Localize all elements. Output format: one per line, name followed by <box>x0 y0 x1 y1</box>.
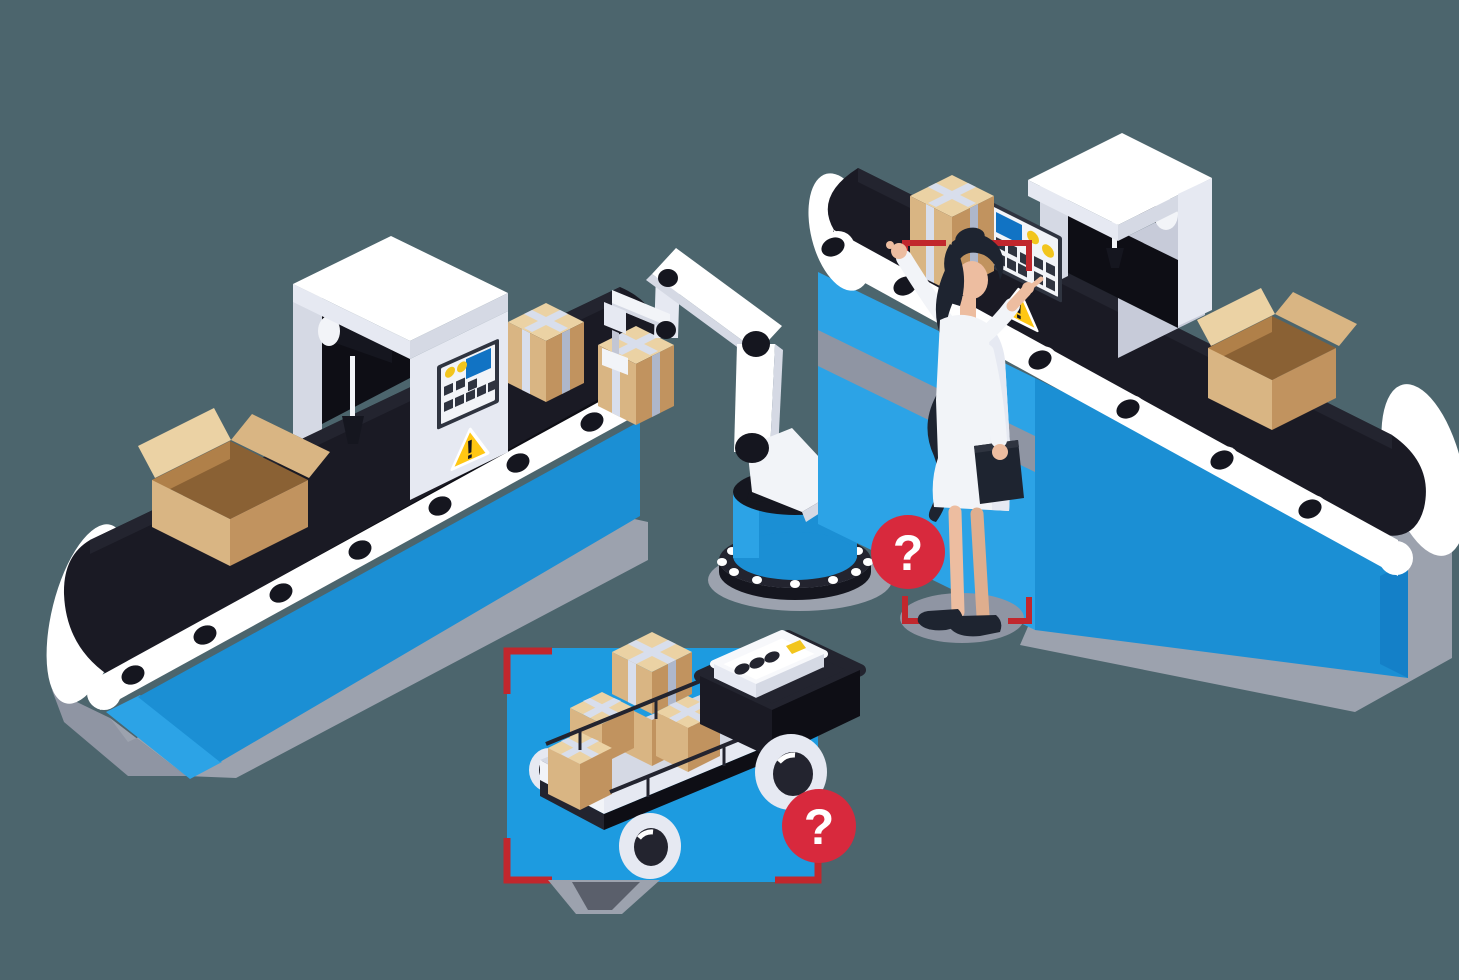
gripper-bracket <box>612 290 670 331</box>
forearm <box>734 344 775 452</box>
pointing-finger <box>1027 276 1044 291</box>
leg <box>948 505 965 619</box>
tablet-hand <box>992 444 1008 460</box>
agv-button <box>764 651 780 663</box>
left-control-panel <box>437 339 499 430</box>
wrist-joint <box>735 433 769 463</box>
neck <box>960 296 976 318</box>
question-badge-circle <box>782 789 856 863</box>
right-gantry-front-pillar <box>1178 178 1212 326</box>
left-pedestal-end-face <box>106 695 222 779</box>
left-pedestal-front-face <box>138 421 640 762</box>
question-mark: ? <box>893 525 924 581</box>
agv-vehicle <box>529 630 866 879</box>
taped-box-gripped <box>598 326 674 425</box>
left-scanner-gantry: ! <box>293 236 508 500</box>
question-badge-circle <box>871 515 945 589</box>
shoe <box>949 615 1002 637</box>
agv-button <box>749 657 765 669</box>
raised-hand <box>891 243 907 259</box>
question-badge-robot: ? <box>871 515 945 589</box>
panel-screen <box>996 212 1022 246</box>
left-gantry-top <box>293 236 508 341</box>
panel-button <box>445 366 455 378</box>
shoulder-joint <box>658 269 678 287</box>
agv-cargo-cart: ? <box>503 630 866 914</box>
open-box-left <box>138 408 330 566</box>
gripper-head <box>602 348 628 375</box>
warning-sign-left: ! <box>450 427 490 471</box>
leg <box>970 507 990 623</box>
open-box-right <box>1197 288 1357 430</box>
right-scanner-gantry: ! <box>910 133 1212 358</box>
agv-wheel-front <box>619 813 681 879</box>
panel-button <box>457 361 467 373</box>
tablet-arm <box>978 344 1007 448</box>
panel-screen <box>466 347 491 380</box>
upper-arm-beam <box>652 248 782 352</box>
warning-triangle-icon <box>450 427 490 471</box>
gripper-rod <box>612 330 619 355</box>
robot-base <box>717 469 873 600</box>
head <box>956 261 988 299</box>
agv-status-light <box>786 640 806 654</box>
taped-box-left-belt <box>508 303 584 402</box>
warning-exclamation: ! <box>466 433 475 466</box>
right-conveyor <box>808 168 1459 712</box>
left-scanner-head <box>318 316 392 444</box>
inspector-person <box>886 227 1044 637</box>
right-gantry-opening <box>1068 206 1178 328</box>
elbow-joint <box>742 331 770 357</box>
left-gantry-back-pillar <box>293 284 322 448</box>
right-gantry-top <box>1028 133 1212 225</box>
agv-button <box>734 663 750 675</box>
tablet <box>974 440 1024 504</box>
question-mark: ? <box>804 799 835 855</box>
question-badge-agv: ? <box>782 789 856 863</box>
agv-cargo-boxes <box>548 632 720 810</box>
right-pedestal-front-face <box>1035 378 1408 678</box>
panel-button <box>1042 244 1054 258</box>
agv-head-unit <box>710 630 828 701</box>
left-rail-rollers <box>116 408 609 689</box>
